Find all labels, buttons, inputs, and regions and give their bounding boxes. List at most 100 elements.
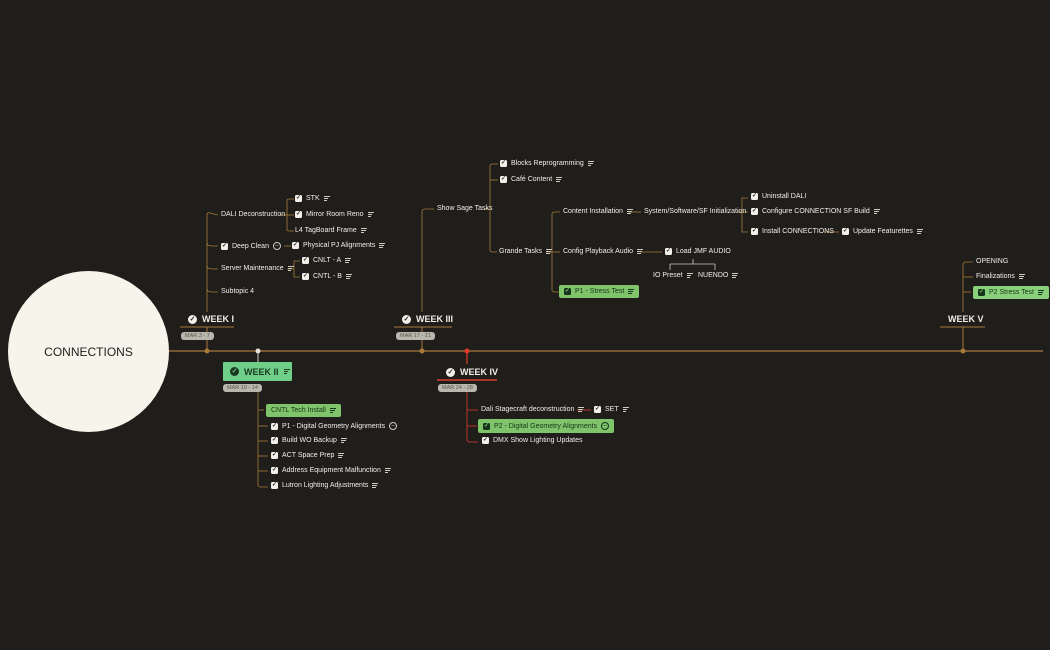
node-label: Install CONNECTIONS <box>762 228 834 235</box>
node-address-equipment[interactable]: ✓ Address Equipment Malfunction <box>271 467 391 474</box>
node-cntl-tech-install[interactable]: CNTL Tech Install <box>266 404 341 417</box>
node-mirror-room-reno[interactable]: ✓ Mirror Room Reno <box>295 211 374 218</box>
note-icon <box>287 265 294 272</box>
week-label: WEEK II <box>244 366 279 377</box>
node-cnlt-a[interactable]: ✓ CNLT - A <box>302 257 352 264</box>
node-label: Config Playback Audio <box>563 248 634 255</box>
node-label: Deep Clean <box>232 242 269 250</box>
week-label: WEEK IV <box>460 367 499 377</box>
node-act-space-prep[interactable]: ✓ ACT Space Prep <box>271 452 345 459</box>
checkbox-icon: ✓ <box>500 176 507 183</box>
note-icon <box>916 228 923 235</box>
node-label: Content Installation <box>563 208 623 215</box>
node-label: SET <box>605 406 619 413</box>
node-content-installation[interactable]: Content Installation <box>563 208 633 215</box>
week-3-node[interactable]: ✓ WEEK III <box>402 314 453 324</box>
node-grande-tasks[interactable]: Grande Tasks <box>499 248 553 255</box>
node-label: Grande Tasks <box>499 248 543 255</box>
checkbox-icon: ✓ <box>751 208 758 215</box>
week-2-node[interactable]: ✓ WEEK II <box>223 362 292 381</box>
node-dali-deconstruction[interactable]: DALI Deconstruction <box>221 211 285 218</box>
node-label: Physical PJ Alignments <box>303 242 376 249</box>
node-dali-stagecraft[interactable]: Dali Stagecraft deconstruction <box>481 406 585 413</box>
node-show-sage-tasks[interactable]: Show Sage Tasks <box>437 205 493 212</box>
note-icon <box>686 272 693 279</box>
node-set[interactable]: ✓ SET <box>594 406 629 413</box>
collapse-icon[interactable]: – <box>389 422 398 430</box>
node-label: IO Preset <box>653 272 683 279</box>
node-p2-geometry[interactable]: ✓ P2 - Digital Geometry Alignments – <box>478 419 615 433</box>
node-label: P2 - Digital Geometry Alignments <box>494 422 598 430</box>
node-load-jmf-audio[interactable]: ✓ Load JMF AUDIO <box>665 248 731 255</box>
week-label: WEEK V <box>948 314 984 324</box>
collapse-icon[interactable]: – <box>272 242 281 250</box>
node-blocks-reprogramming[interactable]: ✓ Blocks Reprogramming <box>500 160 594 167</box>
check-circle-icon: ✓ <box>446 367 455 377</box>
note-icon <box>1038 289 1045 296</box>
node-build-wo-backup[interactable]: ✓ Build WO Backup <box>271 437 347 444</box>
note-icon <box>360 227 367 234</box>
week-1-node[interactable]: ✓ WEEK I <box>188 314 234 324</box>
root-node[interactable]: CONNECTIONS <box>8 271 169 432</box>
node-nuendo[interactable]: NUENDO <box>698 272 739 279</box>
node-label: Configure CONNECTION SF Build <box>762 208 870 215</box>
checkbox-icon: ✓ <box>842 228 849 235</box>
node-cafe-content[interactable]: ✓ Café Content <box>500 176 563 183</box>
node-configure-sf-build[interactable]: ✓ Configure CONNECTION SF Build <box>751 208 880 215</box>
checkbox-icon: ✓ <box>482 437 489 444</box>
node-config-playback-audio[interactable]: Config Playback Audio <box>563 248 644 255</box>
checkbox-icon: ✓ <box>271 422 278 430</box>
node-deep-clean[interactable]: ✓ Deep Clean – <box>221 242 281 250</box>
node-label: P1 - Digital Geometry Alignments <box>282 422 386 430</box>
note-icon <box>546 248 553 255</box>
node-p1-stress-test[interactable]: ✓ P1 - Stress Test <box>559 285 640 298</box>
note-icon <box>372 482 379 489</box>
note-icon <box>340 437 347 444</box>
node-server-maintenance[interactable]: Server Maintenance <box>221 265 294 272</box>
node-l4-tagboard[interactable]: L4 TagBoard Frame <box>295 227 367 234</box>
week-2-date-badge: MAR 10 - 14 <box>223 384 262 392</box>
check-circle-icon: ✓ <box>188 314 197 324</box>
node-p2-stress-test[interactable]: ✓ P2 Stress Test <box>973 286 1050 299</box>
checkbox-icon: ✓ <box>271 467 278 474</box>
node-io-preset[interactable]: IO Preset <box>653 272 693 279</box>
note-icon <box>587 160 594 167</box>
node-dmx-updates[interactable]: ✓ DMX Show Lighting Updates <box>482 437 583 444</box>
node-stk[interactable]: ✓ STK <box>295 195 330 202</box>
node-install-connections[interactable]: ✓ Install CONNECTIONS <box>751 228 834 235</box>
node-label: Blocks Reprogramming <box>511 160 584 167</box>
node-uninstall-dali[interactable]: ✓ Uninstall DALI <box>751 193 806 200</box>
node-label: CNTL Tech Install <box>271 407 326 414</box>
root-label: CONNECTIONS <box>44 344 133 359</box>
node-p1-geometry[interactable]: ✓ P1 - Digital Geometry Alignments – <box>271 422 398 430</box>
note-icon <box>323 195 330 202</box>
note-icon <box>626 208 633 215</box>
node-label: L4 TagBoard Frame <box>295 227 357 234</box>
note-icon <box>338 452 345 459</box>
checkbox-icon: ✓ <box>594 406 601 413</box>
node-label: Uninstall DALI <box>762 193 807 200</box>
node-physical-pj[interactable]: ✓ Physical PJ Alignments <box>292 242 386 249</box>
node-label: Update Featurettes <box>853 228 913 235</box>
note-icon <box>628 288 635 295</box>
checkbox-icon: ✓ <box>295 195 302 202</box>
node-label: STK <box>306 195 320 202</box>
node-update-featurettes[interactable]: ✓ Update Featurettes <box>842 228 923 235</box>
note-icon <box>556 176 563 183</box>
node-lutron[interactable]: ✓ Lutron Lighting Adjustments <box>271 482 379 489</box>
node-cntl-b[interactable]: ✓ CNTL - B <box>302 273 352 280</box>
node-opening[interactable]: OPENING <box>976 258 1008 265</box>
node-finalizations[interactable]: Finalizations <box>976 273 1025 280</box>
checkbox-icon: ✓ <box>483 422 490 430</box>
note-icon <box>622 406 629 413</box>
week-4-node[interactable]: ✓ WEEK IV <box>446 367 498 377</box>
check-circle-icon: ✓ <box>230 367 239 376</box>
checkbox-icon: ✓ <box>302 273 309 280</box>
week-5-node[interactable]: WEEK V <box>948 314 984 324</box>
checkbox-icon: ✓ <box>221 242 228 250</box>
collapse-icon[interactable]: – <box>601 422 610 430</box>
node-system-init[interactable]: System/Software/SF Initialization <box>644 208 746 215</box>
node-subtopic-4[interactable]: Subtopic 4 <box>221 288 254 295</box>
week-label: WEEK I <box>202 314 235 324</box>
